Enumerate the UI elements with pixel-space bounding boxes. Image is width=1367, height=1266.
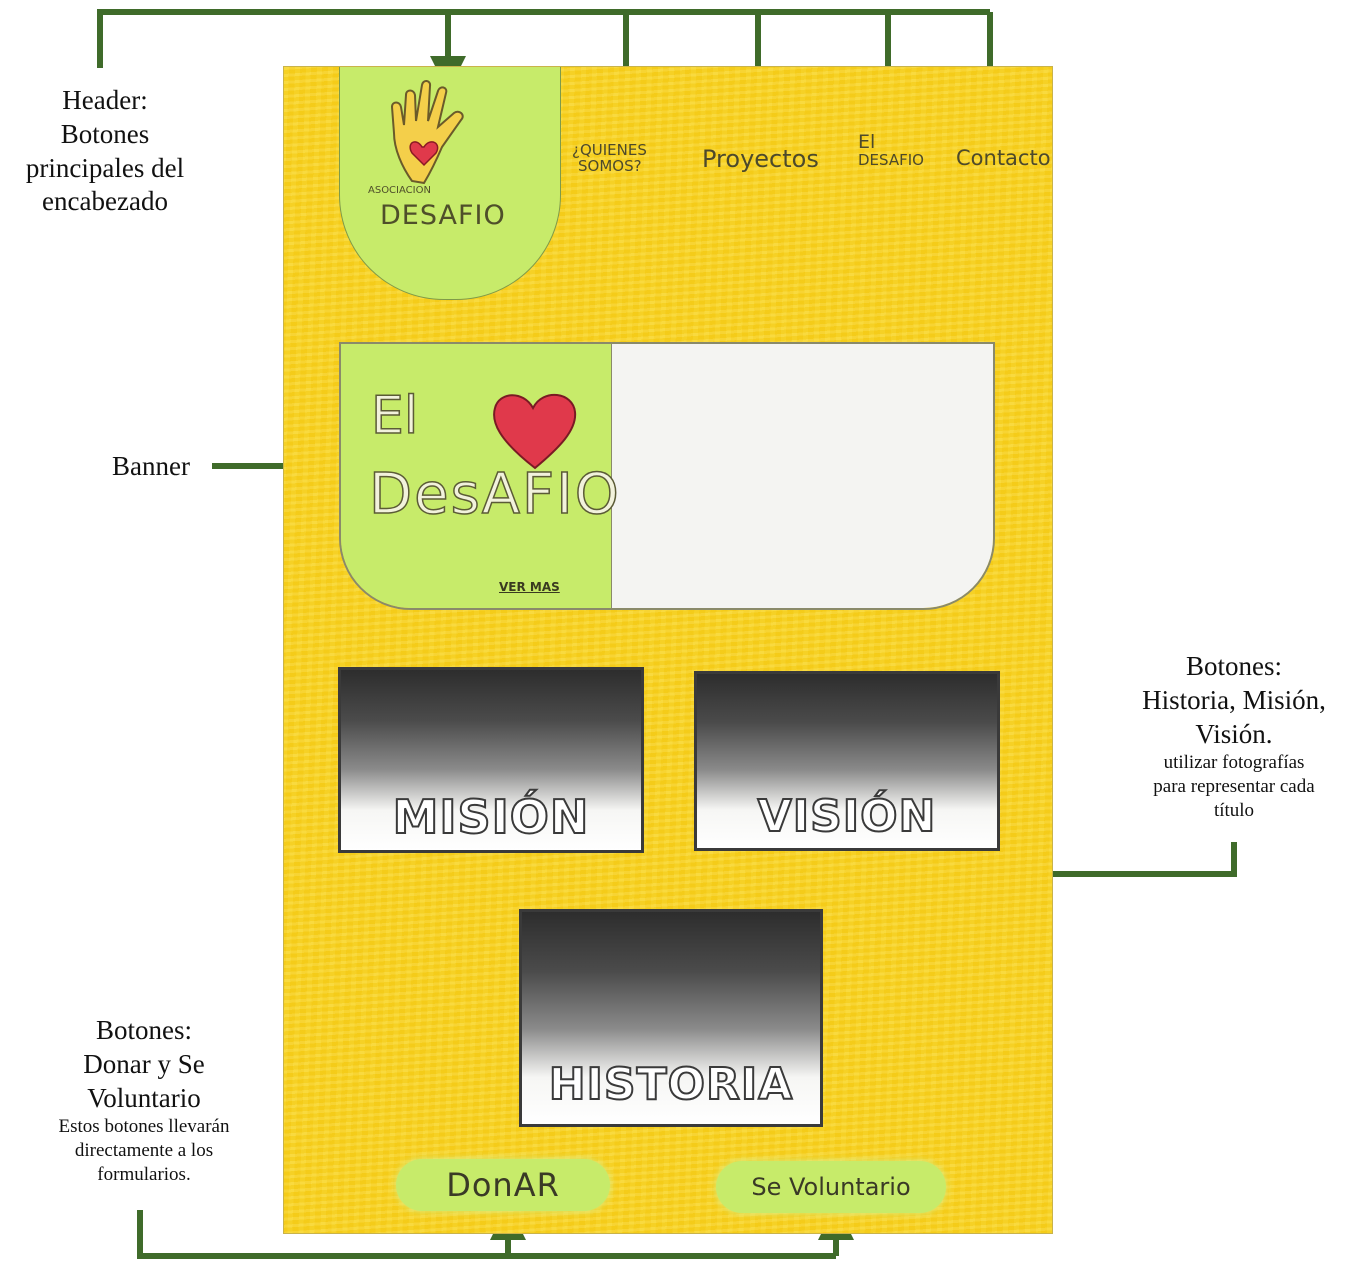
ver-mas-link[interactable]: VER MAS bbox=[499, 580, 560, 594]
cta-buttons-annotation: Botones: Donar y Se Voluntario Estos bot… bbox=[14, 1014, 274, 1187]
nav-el-desafio[interactable]: El DESAFIO bbox=[858, 131, 924, 169]
photo-buttons-annotation-line: Visión. bbox=[1195, 718, 1273, 749]
nav-quienes-line2: SOMOS? bbox=[578, 156, 642, 175]
logo-small-text: ASOCIACION bbox=[368, 185, 431, 196]
vision-button[interactable]: VISIÓN bbox=[694, 671, 1000, 851]
mision-button[interactable]: MISIÓN bbox=[338, 667, 644, 853]
cta-buttons-annotation-note: Estos botones llevarán bbox=[58, 1116, 230, 1138]
photo-buttons-annotation-note: para representar cada bbox=[1153, 776, 1315, 797]
header-annotation-line: principales del bbox=[25, 152, 185, 183]
nav-quienes-somos[interactable]: ¿QUIENES SOMOS? bbox=[572, 141, 647, 175]
photo-buttons-annotation: Botones: Historia, Misión, Visión. utili… bbox=[1106, 650, 1362, 823]
header-annotation-title: Header: bbox=[62, 85, 148, 115]
cta-buttons-annotation-line: Voluntario bbox=[87, 1082, 201, 1113]
nav-proyectos[interactable]: Proyectos bbox=[702, 145, 819, 173]
banner[interactable]: El DesAFIO VER MAS bbox=[339, 342, 995, 610]
historia-button[interactable]: HISTORIA bbox=[519, 909, 823, 1127]
donar-button[interactable]: DonAR bbox=[396, 1159, 610, 1211]
header-annotation-line: Botones bbox=[60, 118, 150, 149]
banner-annotation-title: Banner bbox=[112, 451, 190, 481]
cta-buttons-annotation-title: Botones: bbox=[95, 1015, 192, 1045]
hand-heart-icon bbox=[390, 80, 464, 185]
heart-icon bbox=[493, 393, 577, 470]
header-annotation: Header: Botones principales del encabeza… bbox=[10, 84, 200, 219]
photo-buttons-annotation-note: título bbox=[1213, 799, 1255, 821]
nav-el-desafio-line1: El bbox=[858, 131, 876, 153]
logo[interactable]: ASOCIACION DESAFIO bbox=[339, 67, 561, 300]
banner-annotation: Banner bbox=[96, 450, 206, 484]
photo-buttons-annotation-note: utilizar fotografías bbox=[1163, 752, 1305, 774]
banner-text-panel: El DesAFIO VER MAS bbox=[341, 344, 620, 608]
historia-label: HISTORIA bbox=[548, 1058, 794, 1111]
photo-buttons-annotation-line: Historia, Misión, bbox=[1142, 684, 1326, 715]
cta-buttons-annotation-note: formularios. bbox=[97, 1163, 191, 1185]
nav-contacto[interactable]: Contacto bbox=[956, 146, 1051, 170]
cta-buttons-annotation-note: directamente a los bbox=[74, 1140, 214, 1161]
header-annotation-line: encabezado bbox=[42, 186, 168, 217]
banner-title-line1: El bbox=[370, 385, 419, 447]
cta-buttons-connector bbox=[137, 1210, 836, 1259]
header-connector bbox=[97, 9, 990, 68]
banner-image-placeholder bbox=[612, 344, 993, 608]
logo-big-text: DESAFIO bbox=[380, 200, 506, 231]
mision-label: MISIÓN bbox=[392, 789, 590, 845]
vision-label: VISIÓN bbox=[757, 790, 937, 843]
photo-buttons-annotation-title: Botones: bbox=[1185, 651, 1282, 681]
banner-title-line2: DesAFIO bbox=[368, 461, 621, 528]
se-voluntario-button[interactable]: Se Voluntario bbox=[716, 1161, 946, 1213]
cta-buttons-annotation-line: Donar y Se bbox=[83, 1048, 205, 1079]
nav-quienes-line1: ¿QUIENES bbox=[572, 141, 647, 159]
nav-el-desafio-line2: DESAFIO bbox=[858, 150, 924, 169]
wireframe-sheet: ASOCIACION DESAFIO ¿QUIENES SOMOS? Proye… bbox=[283, 66, 1053, 1234]
